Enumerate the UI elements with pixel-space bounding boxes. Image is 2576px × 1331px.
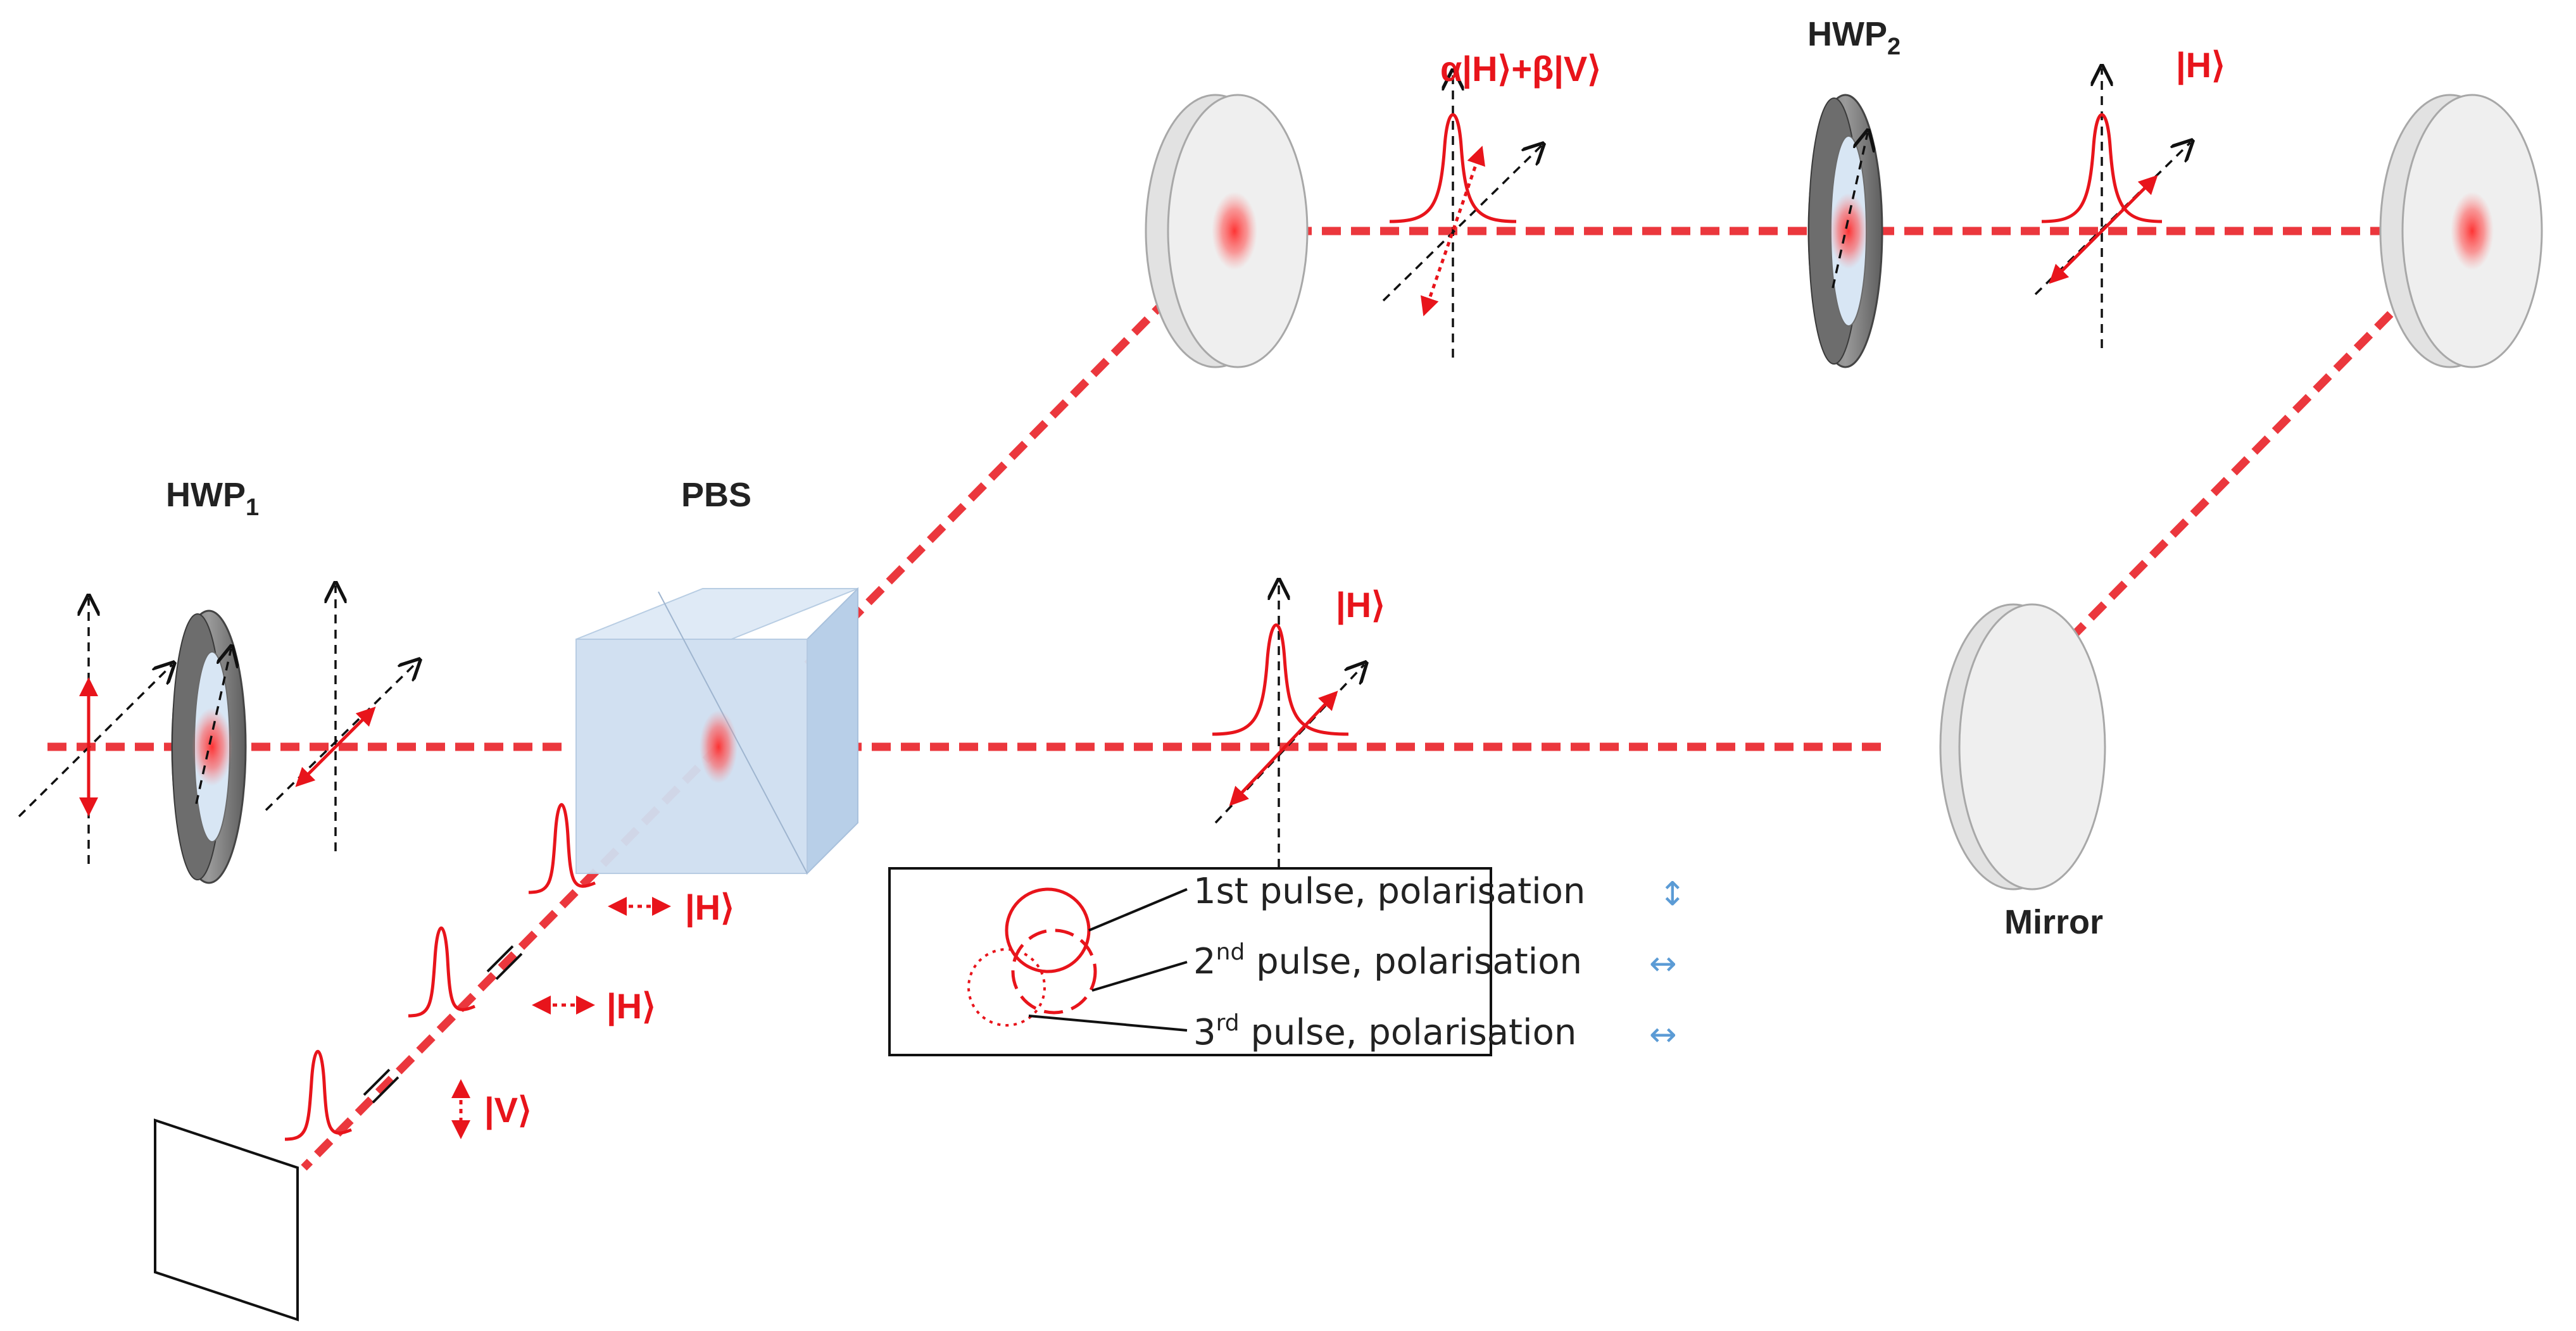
legend-item-1: 1st pulse, polarisation [1193, 871, 1585, 912]
pulse-3 [284, 1049, 352, 1141]
detection-screen [154, 1118, 299, 1322]
pulse-2 [408, 926, 475, 1018]
output-pulse-train: |H⟩ |H⟩ |V⟩ [284, 803, 734, 1141]
legend-box [888, 867, 1492, 1056]
h-state-middle-marker: |H⟩ [1212, 582, 1385, 883]
h-state-top-marker: |H⟩ [2034, 45, 2225, 348]
h-top-polarisation-arrow [2049, 175, 2158, 284]
hwp1-out-polarisation-arrow [295, 706, 376, 787]
hwp1-label: HWP1 [166, 476, 259, 521]
hwp2-label: HWP2 [1807, 15, 1901, 60]
superposition-state-marker: α|H⟩+β|V⟩ [1382, 49, 1601, 358]
mirror-bottom: Mirror [1939, 603, 2106, 941]
pulse-separator-2b [372, 1076, 399, 1104]
superposition-state-label: α|H⟩+β|V⟩ [1440, 49, 1601, 89]
legend-leader-2 [1091, 961, 1188, 992]
pbs-cube-side [807, 587, 858, 875]
mirror-top-left-beam-spot [1212, 192, 1257, 270]
pulse-1 [528, 803, 596, 894]
pbs-cube-front [575, 639, 808, 874]
hwp2: HWP2 [1807, 15, 1901, 368]
pulse-separator-1a [486, 945, 514, 973]
mirror-top-right [2379, 94, 2543, 368]
legend-item-3: 3rd pulse, polarisation [1193, 1010, 1576, 1053]
hwp2-optic-axis [1831, 133, 1868, 289]
h-mid-polarisation-arrow [1229, 690, 1338, 806]
pulse-separator-2a [363, 1068, 391, 1096]
pulse-1-state-label: |H⟩ [685, 887, 734, 928]
legend: 1st pulse, polarisation ↕ 2nd pulse, pol… [888, 867, 1687, 1056]
pbs-label: PBS [681, 476, 751, 514]
h-mid-state-label: |H⟩ [1336, 585, 1385, 625]
pbs: PBS [575, 476, 858, 875]
legend-leader-3 [1028, 1015, 1188, 1032]
hwp1-out-diagonal-axis [265, 661, 418, 811]
legend-circle-3rd [967, 948, 1046, 1027]
mirror-top-right-beam-spot [2451, 192, 2494, 270]
h-top-state-label: |H⟩ [2176, 45, 2225, 85]
hwp1: HWP1 [18, 476, 418, 884]
pulse-2-state-label: |H⟩ [606, 986, 656, 1027]
pulse-3-state-label: |V⟩ [484, 1090, 532, 1130]
legend-glyph-3: ↔ [1649, 1016, 1677, 1054]
legend-glyph-1: ↕ [1659, 875, 1687, 913]
hwp2-beam-spot [1830, 193, 1868, 269]
pbs-beam-spot [700, 710, 738, 784]
mirror-bottom-face [1958, 603, 2106, 890]
hwp1-beam-spot [192, 708, 232, 786]
legend-glyph-2: ↔ [1649, 945, 1677, 983]
h-mid-pulse [1212, 623, 1349, 736]
mirror-top-left [1145, 94, 1309, 368]
hwp1-in-diagonal-axis [18, 665, 172, 818]
legend-item-2: 2nd pulse, polarisation [1193, 939, 1582, 982]
hwp1-optic-axis [195, 649, 231, 804]
legend-circle-2nd [1011, 928, 1097, 1015]
legend-leader-1 [1088, 888, 1188, 932]
superposition-polarisation-arrow [1421, 146, 1485, 316]
pulse-separator-1b [495, 953, 523, 980]
mirror-label: Mirror [2004, 903, 2103, 941]
